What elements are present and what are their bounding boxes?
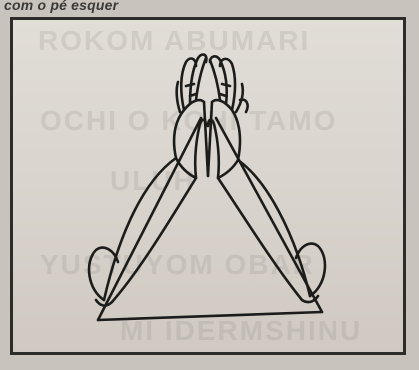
triangle-left-side xyxy=(98,118,201,320)
triangle-base xyxy=(98,312,322,320)
right-forearm xyxy=(218,160,310,300)
